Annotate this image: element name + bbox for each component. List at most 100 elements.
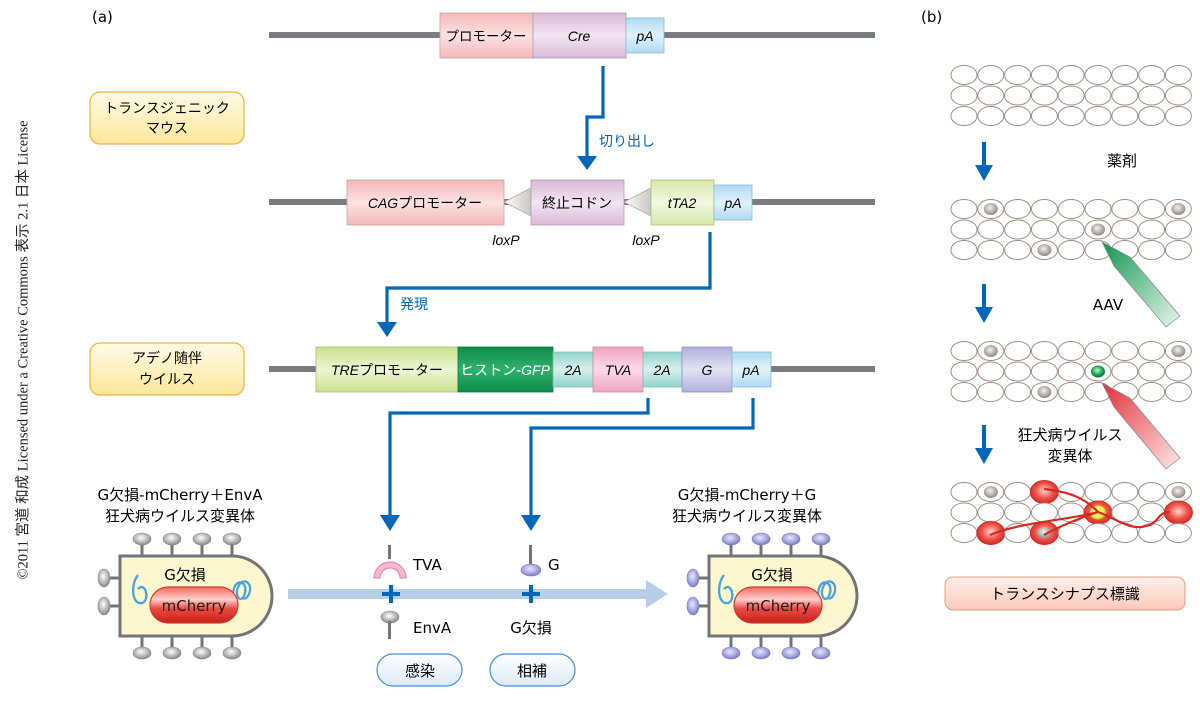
cell [1164,382,1192,402]
rna-coil-left [131,574,148,605]
cell [1138,65,1166,85]
segment-stop-codon [530,179,625,226]
construct-tre: TREプロモーター ヒストン-GFP 2A TVA 2A G pA [269,346,875,393]
cell [1057,199,1085,219]
loxp-triangle [623,187,652,217]
cell [1084,65,1112,85]
svg-text:TVA: TVA [412,556,442,574]
svg-text:G欠損: G欠損 [164,566,206,584]
cell [1030,106,1058,126]
svg-text:Cre: Cre [568,28,591,44]
svg-text:TVA: TVA [605,362,631,378]
rna-coil-left [717,574,734,605]
cell [1030,341,1058,361]
source-transgenic-mouse: トランスジェニック マウス [89,91,245,145]
virus-g-pseudotyped: G欠損-mCherry＋G 狂犬病ウイルス変異体 G欠損 mCherry [672,486,859,638]
cell [1164,240,1192,260]
cell [1004,382,1032,402]
cell [1111,341,1139,361]
cell [1138,219,1166,240]
cell [977,382,1005,402]
axon [1097,510,1171,529]
spike [811,646,831,660]
axon [1043,487,1099,513]
labeled-cell [976,521,1006,545]
arrow-expression: 発現 [377,232,712,337]
labeled-cell [1029,480,1059,504]
cell [1111,106,1139,126]
svg-text:マウス: マウス [146,121,188,137]
cell [950,382,978,402]
nucleus [1171,486,1186,498]
cell [1004,65,1032,85]
source-adeno-associated-virus: アデノ随伴 ウイルス [89,342,245,396]
segment-pa [625,17,665,54]
spike [97,596,111,616]
cell [1084,85,1112,106]
svg-text:G欠損: G欠損 [751,566,793,584]
cell [1084,199,1112,219]
cell [1004,482,1032,502]
svg-text:2A: 2A [563,362,581,378]
cell [1030,65,1058,85]
segment-tta2 [650,179,715,226]
spike [781,532,801,546]
svg-text:mCherry: mCherry [746,597,811,615]
cell [1030,85,1058,106]
nucleus [1171,203,1186,215]
arrow-down [975,142,993,181]
cell [1138,199,1166,219]
flow-arrow [288,580,668,608]
segment-tva [592,346,644,393]
cell [950,361,978,382]
rna-coil-right [232,580,252,604]
cell [1164,361,1192,382]
cell [1057,523,1085,543]
panel-a-label: (a) [92,8,113,26]
arrow-down [975,425,993,464]
spike [192,646,212,660]
cell [1164,65,1192,85]
segment-pa [731,351,772,388]
cell [1004,106,1032,126]
svg-text:切り出し: 切り出し [599,134,655,150]
cell [1030,361,1058,382]
aav-label: AAV [1093,296,1124,314]
cell-grid-initial [950,65,1192,126]
cell [1164,523,1192,543]
cell [950,65,978,85]
rabies-label: 狂犬病ウイルス [1017,426,1122,444]
svg-text:tTA2: tTA2 [668,195,697,211]
synaptic-connections [989,487,1171,537]
nucleus [1037,244,1052,256]
cell [1138,240,1166,260]
cell [1057,361,1085,382]
segment-cre [532,12,627,59]
cell [1057,382,1085,402]
spike [132,532,152,546]
segment-cag-promoter [346,179,505,226]
result-box: トランスシナプス標識 [944,576,1186,611]
segment-pa [713,184,753,221]
cell [1138,341,1166,361]
spike [222,532,242,546]
nucleus [1171,345,1186,357]
spike [162,646,182,660]
rna-coil-right [817,580,837,604]
rabies-injection-arrow [1101,382,1181,470]
cell [977,502,1005,523]
cell [950,240,978,260]
cell [950,199,978,219]
loxp-triangle [503,187,532,217]
nucleus-gfp [1091,365,1105,378]
cell [1138,85,1166,106]
cell [1164,219,1192,240]
svg-text:狂犬病ウイルス変異体: 狂犬病ウイルス変異体 [105,507,255,525]
cell-grid-aav [950,341,1192,402]
svg-text:TREプロモーター: TREプロモーター [331,362,443,379]
arrow-tva-expression [380,398,650,531]
svg-text:相補: 相補 [517,662,547,680]
svg-text:2A: 2A [652,362,670,378]
spike [222,646,242,660]
cell [977,85,1005,106]
